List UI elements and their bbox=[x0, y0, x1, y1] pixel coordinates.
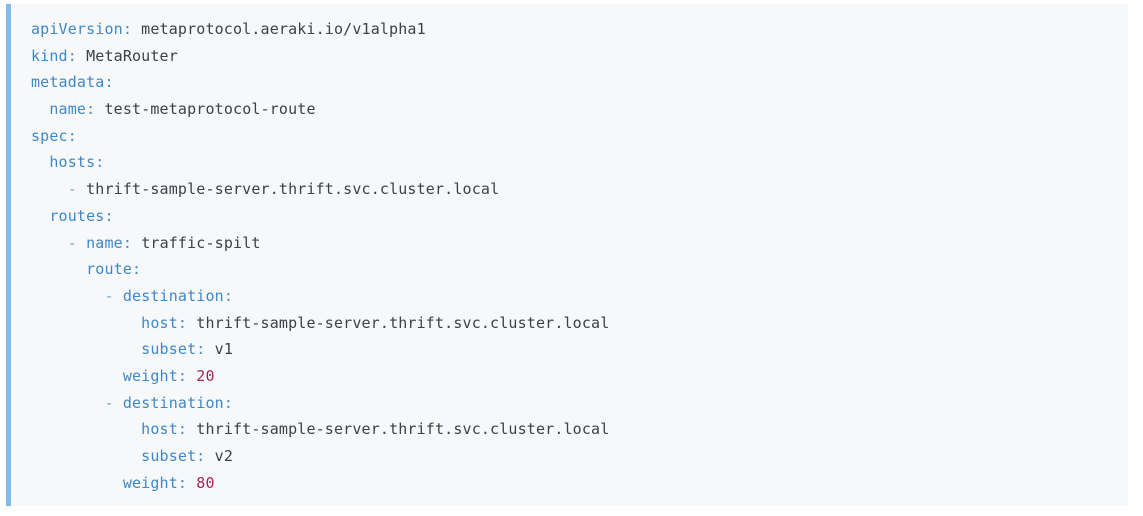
yaml-value: metaprotocol.aeraki.io/v1alpha1 bbox=[132, 20, 426, 38]
yaml-key: weight bbox=[122, 473, 178, 492]
yaml-colon: : bbox=[177, 473, 188, 492]
code-line: hosts: bbox=[11, 149, 1128, 176]
yaml-colon: : bbox=[177, 313, 188, 332]
yaml-colon: : bbox=[196, 340, 206, 359]
yaml-number-value: 80 bbox=[187, 473, 215, 492]
code-line: metadata: bbox=[11, 69, 1128, 96]
yaml-colon: : bbox=[95, 153, 105, 172]
line-indent bbox=[31, 367, 123, 385]
yaml-value: thrift-sample-server.thrift.svc.cluster.… bbox=[86, 180, 500, 199]
code-line: spec: bbox=[11, 123, 1128, 150]
yaml-colon: : bbox=[196, 447, 206, 465]
yaml-colon: : bbox=[104, 73, 114, 92]
line-indent bbox=[31, 234, 68, 252]
yaml-colon: : bbox=[67, 46, 77, 65]
yaml-colon: : bbox=[122, 20, 132, 38]
yaml-colon: : bbox=[86, 100, 96, 119]
code-line: routes: bbox=[11, 203, 1128, 230]
yaml-key: name bbox=[49, 100, 87, 119]
yaml-colon: : bbox=[104, 206, 114, 225]
yaml-key: hosts bbox=[49, 153, 96, 172]
yaml-key: subset bbox=[141, 447, 197, 465]
yaml-colon: : bbox=[177, 366, 188, 385]
list-dash: - bbox=[104, 286, 123, 305]
yaml-key: host bbox=[141, 313, 178, 332]
code-line: - destination: bbox=[11, 390, 1128, 417]
yaml-value: v1 bbox=[205, 340, 233, 359]
yaml-colon: : bbox=[122, 233, 133, 252]
yaml-number-value: 20 bbox=[187, 366, 215, 385]
code-line: host: thrift-sample-server.thrift.svc.cl… bbox=[11, 310, 1128, 337]
yaml-key: host bbox=[141, 420, 178, 439]
yaml-key: subset bbox=[141, 340, 197, 359]
yaml-value: MetaRouter bbox=[76, 46, 178, 65]
list-dash: - bbox=[104, 393, 123, 412]
yaml-code-content[interactable]: apiVersion: metaprotocol.aeraki.io/v1alp… bbox=[11, 4, 1128, 496]
yaml-colon: : bbox=[132, 260, 142, 279]
line-indent bbox=[31, 447, 141, 465]
yaml-key: kind bbox=[31, 46, 68, 65]
code-line: kind: MetaRouter bbox=[11, 43, 1128, 70]
line-indent bbox=[31, 420, 141, 438]
yaml-key: weight bbox=[122, 366, 178, 385]
yaml-key: metadata bbox=[31, 73, 105, 92]
code-line: - thrift-sample-server.thrift.svc.cluste… bbox=[11, 176, 1128, 203]
yaml-key: destination bbox=[122, 286, 224, 305]
code-line: - destination: bbox=[11, 283, 1128, 310]
code-line: apiVersion: metaprotocol.aeraki.io/v1alp… bbox=[11, 16, 1128, 43]
line-indent bbox=[31, 153, 49, 171]
yaml-value: thrift-sample-server.thrift.svc.cluster.… bbox=[187, 313, 610, 332]
yaml-value: traffic-spilt bbox=[132, 233, 261, 252]
yaml-colon: : bbox=[223, 286, 234, 305]
code-line: weight: 20 bbox=[11, 363, 1128, 390]
list-dash: - bbox=[67, 180, 87, 199]
yaml-colon: : bbox=[67, 126, 77, 145]
yaml-value: v2 bbox=[205, 447, 233, 465]
line-indent bbox=[31, 100, 49, 118]
line-indent bbox=[31, 207, 49, 225]
line-indent bbox=[31, 180, 68, 198]
yaml-value: test-metaprotocol-route bbox=[95, 100, 316, 119]
line-indent bbox=[31, 340, 141, 358]
line-indent bbox=[31, 314, 141, 332]
yaml-value: thrift-sample-server.thrift.svc.cluster.… bbox=[187, 420, 610, 439]
code-line: host: thrift-sample-server.thrift.svc.cl… bbox=[11, 416, 1128, 443]
yaml-key: apiVersion bbox=[31, 20, 123, 38]
code-line: - name: traffic-spilt bbox=[11, 230, 1128, 257]
yaml-key: routes bbox=[49, 206, 105, 225]
code-line: subset: v2 bbox=[11, 443, 1128, 470]
line-indent bbox=[31, 287, 104, 305]
yaml-code-block: apiVersion: metaprotocol.aeraki.io/v1alp… bbox=[6, 4, 1128, 506]
yaml-key: route bbox=[86, 260, 132, 279]
line-indent bbox=[31, 474, 123, 492]
list-dash: - bbox=[67, 233, 87, 252]
line-indent bbox=[31, 394, 104, 412]
code-line: subset: v1 bbox=[11, 336, 1128, 363]
code-line: weight: 80 bbox=[11, 470, 1128, 497]
code-line: route: bbox=[11, 256, 1128, 283]
yaml-colon: : bbox=[177, 420, 188, 439]
yaml-colon: : bbox=[223, 393, 234, 412]
code-line: name: test-metaprotocol-route bbox=[11, 96, 1128, 123]
line-indent bbox=[31, 260, 86, 278]
yaml-key: spec bbox=[31, 126, 68, 145]
yaml-key: name bbox=[86, 233, 123, 252]
yaml-key: destination bbox=[122, 393, 224, 412]
